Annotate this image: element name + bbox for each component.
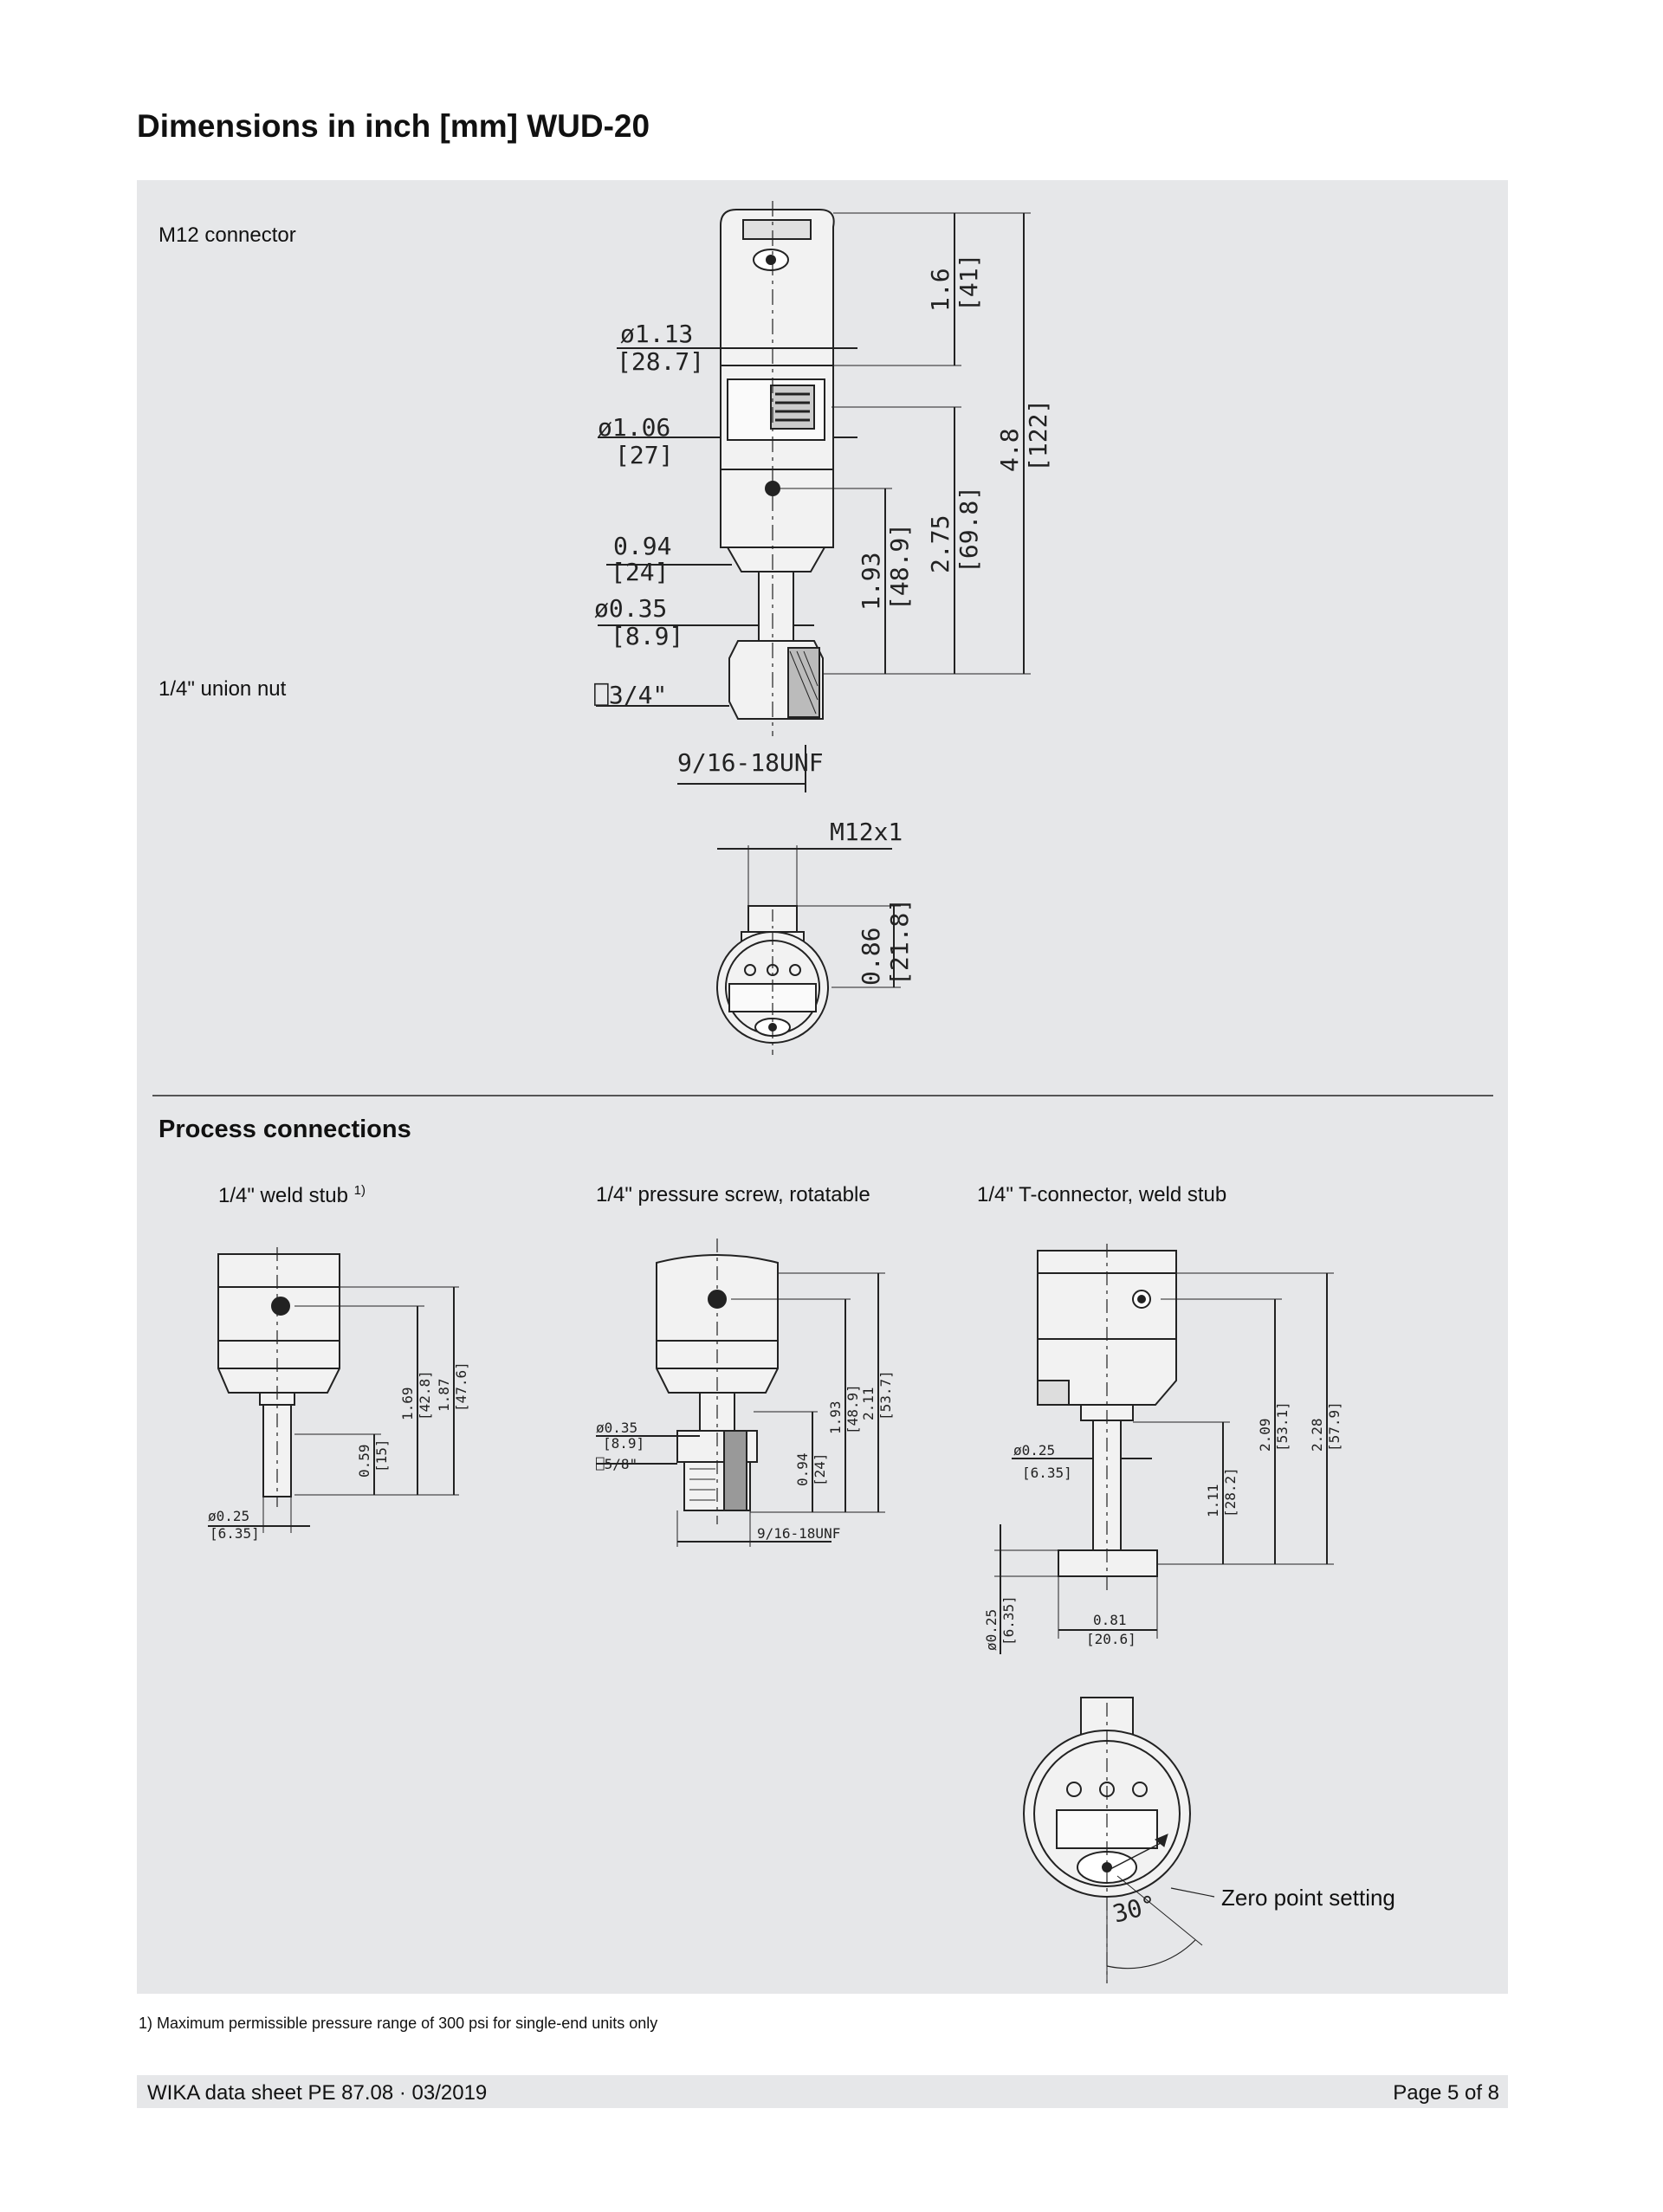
tc-w081-mm: [20.6] [1086,1631,1136,1647]
tc-h111-mm: [28.2] [1222,1467,1239,1517]
dim-d035-mm: [8.9] [611,622,683,650]
pressure-screw-drawing: ø0.35 [8.9] ⎕5/8" 1.93 [48.9] 2.11 [53.7… [596,1239,894,1547]
ps-h094-mm: [24] [812,1452,828,1486]
dim-d113-in: ø1.13 [620,320,693,348]
footnote-marker: 1) [353,1183,366,1198]
dim-h48-in: 4.8 [995,428,1024,472]
weld-stub-label: 1/4" weld stub 1) [218,1183,366,1208]
ws-d025-mm: [6.35] [210,1525,260,1542]
ws-h059-in: 0.59 [356,1444,372,1478]
dim-h086-in: 0.86 [857,928,885,986]
dim-d094-mm: [24] [611,558,669,586]
tc-h209-mm: [53.1] [1274,1401,1291,1452]
dim-h275-in: 2.75 [926,515,954,573]
weld-stub-label-text: 1/4" weld stub [218,1184,348,1207]
dim-d106-mm: [27] [615,441,673,469]
process-connections-heading: Process connections [159,1116,411,1143]
dim-h193-mm: [48.9] [885,523,914,611]
page-title: Dimensions in inch [mm] WUD-20 [137,108,650,144]
weld-stub-drawing: ø0.25 [6.35] 1.69 [42.8] 1.87 [47.6] 0.5… [208,1247,469,1542]
dim-d106-in: ø1.06 [598,413,670,442]
t-connector-top-view: Zero point setting 30° [1023,1697,1395,1983]
ws-h169-in: 1.69 [399,1387,416,1420]
tc-h111-in: 1.11 [1205,1484,1221,1517]
ws-d025-in: ø0.25 [208,1508,249,1524]
main-top-view: M12x1 0.86 [21.8] [716,818,914,1055]
ws-h187-mm: [47.6] [453,1361,469,1412]
dim-m12: M12x1 [830,818,903,846]
footer-doc-id: WIKA data sheet PE 87.08 · 03/2019 [147,2081,488,2105]
section-divider [152,1095,1493,1096]
ps-d035-in: ø0.35 [596,1420,637,1436]
union-nut-label: 1/4" union nut [159,677,287,701]
footnote: 1) Maximum permissible pressure range of… [139,2015,658,2032]
pressure-screw-label: 1/4" pressure screw, rotatable [596,1183,870,1206]
tc-h228-in: 2.28 [1309,1418,1325,1452]
t-connector-drawing: ø0.25 [6.35] 2.09 [53.1] 2.28 [57.9] 1.1… [983,1244,1343,1654]
main-side-view: ø1.13 [28.7] ø1.06 [27] 0.94 [24] ø0.35 … [594,201,1052,792]
tc-d025b-in: ø0.25 [983,1609,1000,1651]
dim-h193-in: 1.93 [857,553,885,611]
label-block [770,385,815,430]
dim-h48-mm: [122] [1024,399,1052,472]
ps-hex: ⎕5/8" [596,1456,637,1472]
ps-h193-in: 1.93 [827,1400,844,1434]
tc-w081-in: 0.81 [1093,1612,1127,1628]
dim-thread: 9/16-18UNF [677,748,824,777]
dim-h086-mm: [21.8] [885,898,914,986]
dim-h16-in: 1.6 [926,268,954,312]
ps-h211-mm: [53.7] [877,1370,894,1420]
ws-h169-mm: [42.8] [417,1370,433,1420]
dim-h275-mm: [69.8] [954,486,983,573]
zero-point-label: Zero point setting [1221,1885,1395,1911]
ps-h094-in: 0.94 [794,1452,811,1486]
dim-d113-mm: [28.7] [617,347,704,376]
tc-d025-in: ø0.25 [1013,1442,1055,1458]
dim-d035-in: ø0.35 [594,594,667,623]
page-footer: WIKA data sheet PE 87.08 · 03/2019 Page … [137,2075,1508,2108]
ps-thread: 9/16-18UNF [757,1525,840,1542]
footer-page-number: Page 5 of 8 [1393,2081,1499,2105]
tc-h209-in: 2.09 [1257,1418,1273,1452]
t-connector-label: 1/4" T-connector, weld stub [977,1183,1227,1206]
tc-d025b-mm: [6.35] [1000,1595,1017,1646]
m12-connector-label: M12 connector [159,223,296,247]
ps-h211-in: 2.11 [860,1387,877,1420]
dim-hex: ⎕3/4" [594,681,667,709]
ws-h059-mm: [15] [373,1439,390,1472]
ps-h193-mm: [48.9] [844,1384,861,1434]
dim-h16-mm: [41] [954,254,983,312]
ps-d035-mm: [8.9] [603,1435,644,1452]
tc-h228-mm: [57.9] [1326,1401,1343,1452]
dim-d094-in: 0.94 [613,532,671,560]
ws-h187-in: 1.87 [436,1378,452,1412]
tc-d025-mm: [6.35] [1022,1465,1072,1481]
